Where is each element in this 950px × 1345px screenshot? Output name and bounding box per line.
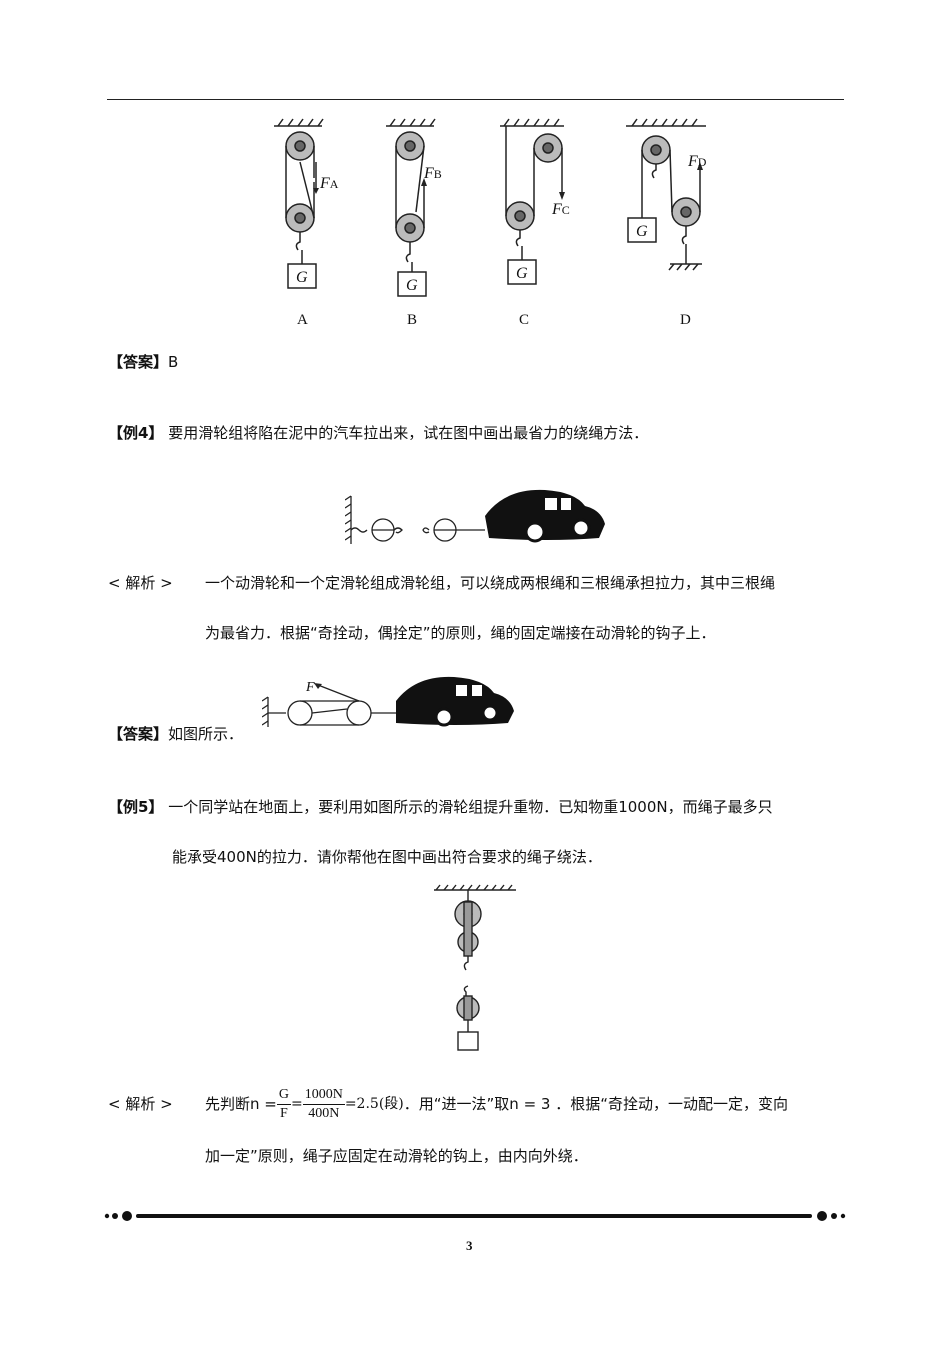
example-4-answer: 【答案】如图所示． (108, 724, 243, 744)
car-pulley-answer-figure: F (262, 676, 514, 727)
example-4-analysis-line-1: 一个动滑轮和一个定滑轮组成滑轮组，可以绕成两根绳和三根绳承担拉力，其中三根绳 (205, 574, 776, 592)
question-text: 一个同学站在地面上，要利用如图所示的滑轮组提升重物．已知物重1000N，而绳子最… (168, 798, 773, 816)
car-pulley-figure (345, 489, 605, 544)
example-5-analysis-tag: < 解析 > (108, 1095, 173, 1113)
force-label-d: FD (687, 153, 707, 170)
answer-tag: 【答案】 (108, 353, 169, 371)
header-rule (107, 99, 844, 100)
question-text: 要用滑轮组将陷在泥中的汽车拉出来，试在图中画出最省力的绕绳方法． (168, 424, 649, 442)
example-4-analysis-line-2: 为最省力．根据“奇拴动，偶拴定”的原则，绳的固定端接在动滑轮的钩子上． (205, 624, 716, 642)
force-label: F (305, 680, 315, 695)
example-5-analysis-line-1: 先判断n = G F = 1000N 400N =2.5(段) ．用“进一法”取… (205, 1082, 788, 1126)
figure-label-d: D (680, 312, 691, 328)
figure-label-c: C (519, 312, 530, 328)
pulley-figure-abcd: FA FB FC FD G G G G (274, 118, 707, 297)
analysis-mid: ．用“进一法”取n = 3 ．根据“奇拴动，一动配一定，变向 (403, 1095, 788, 1113)
force-label-b: FB (423, 165, 442, 182)
pulley-block-figure (434, 884, 516, 1051)
analysis-pre: 先判断n = (205, 1095, 277, 1113)
figure-label-a: A (297, 312, 308, 328)
weight-label-b: G (406, 277, 418, 294)
weight-label-d: G (636, 223, 648, 240)
example-5-analysis-line-2: 加一定”原则，绳子应固定在动滑轮的钩上，由内向外绕． (205, 1147, 588, 1165)
force-label-c: FC (551, 201, 570, 218)
answer-text: 如图所示． (168, 725, 244, 743)
example-tag: 【例5】 (108, 798, 164, 816)
fraction-values: 1000N 400N (302, 1086, 345, 1123)
page-number: 3 (466, 1238, 473, 1253)
example-5-question-line-1: 【例5】 一个同学站在地面上，要利用如图所示的滑轮组提升重物．已知物重1000N… (108, 797, 773, 817)
result-value: =2.5(段) (344, 1096, 404, 1112)
example-4-analysis-tag: < 解析 > (108, 574, 173, 592)
weight-label-a: G (296, 269, 308, 286)
footer-rule (104, 1211, 846, 1221)
fraction-denominator: F (280, 1105, 288, 1121)
fraction-numerator: G (276, 1086, 291, 1105)
example-4-question: 【例4】 要用滑轮组将陷在泥中的汽车拉出来，试在图中画出最省力的绕绳方法． (108, 423, 648, 443)
fraction-g-over-f: G F (276, 1086, 291, 1123)
weight-label-c: G (516, 265, 528, 282)
answer-tag: 【答案】 (108, 725, 169, 743)
figure-label-b: B (407, 312, 418, 328)
fraction-denominator: 400N (308, 1105, 340, 1121)
answer-1: 【答案】B (108, 352, 178, 372)
example-5-question-line-2: 能承受400N的拉力．请你帮他在图中画出符合要求的绳子绕法． (172, 848, 602, 866)
equals-sign: = (290, 1096, 303, 1112)
example-tag: 【例4】 (108, 424, 164, 442)
force-label-a: FA (319, 175, 339, 192)
answer-text: B (168, 353, 179, 371)
fraction-numerator: 1000N (302, 1086, 345, 1105)
